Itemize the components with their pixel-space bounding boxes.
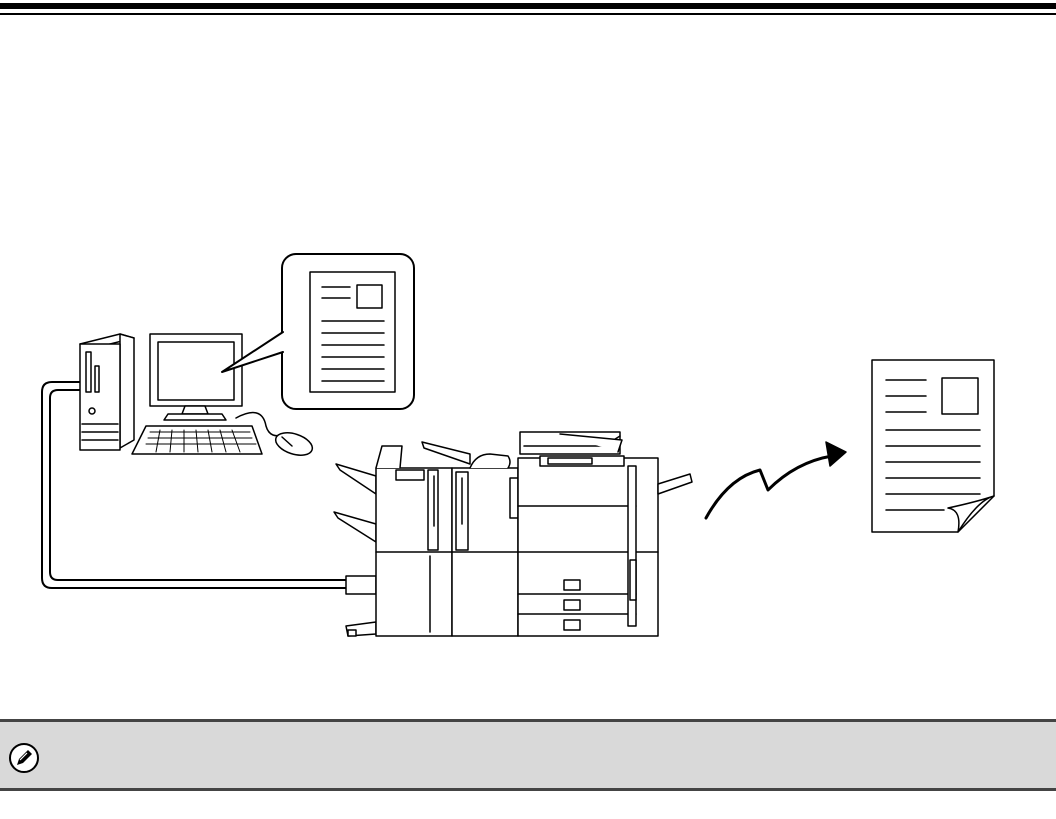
note-box [0, 719, 1056, 791]
fax-transmission-arrow-icon [706, 442, 846, 518]
keyboard-icon [132, 426, 262, 454]
pc-tower-icon [80, 334, 134, 450]
document-preview-callout [222, 254, 414, 409]
multifunction-printer-icon [334, 432, 692, 636]
monitor-icon [150, 334, 242, 420]
pencil-icon [8, 742, 40, 774]
received-document-icon [872, 360, 994, 532]
